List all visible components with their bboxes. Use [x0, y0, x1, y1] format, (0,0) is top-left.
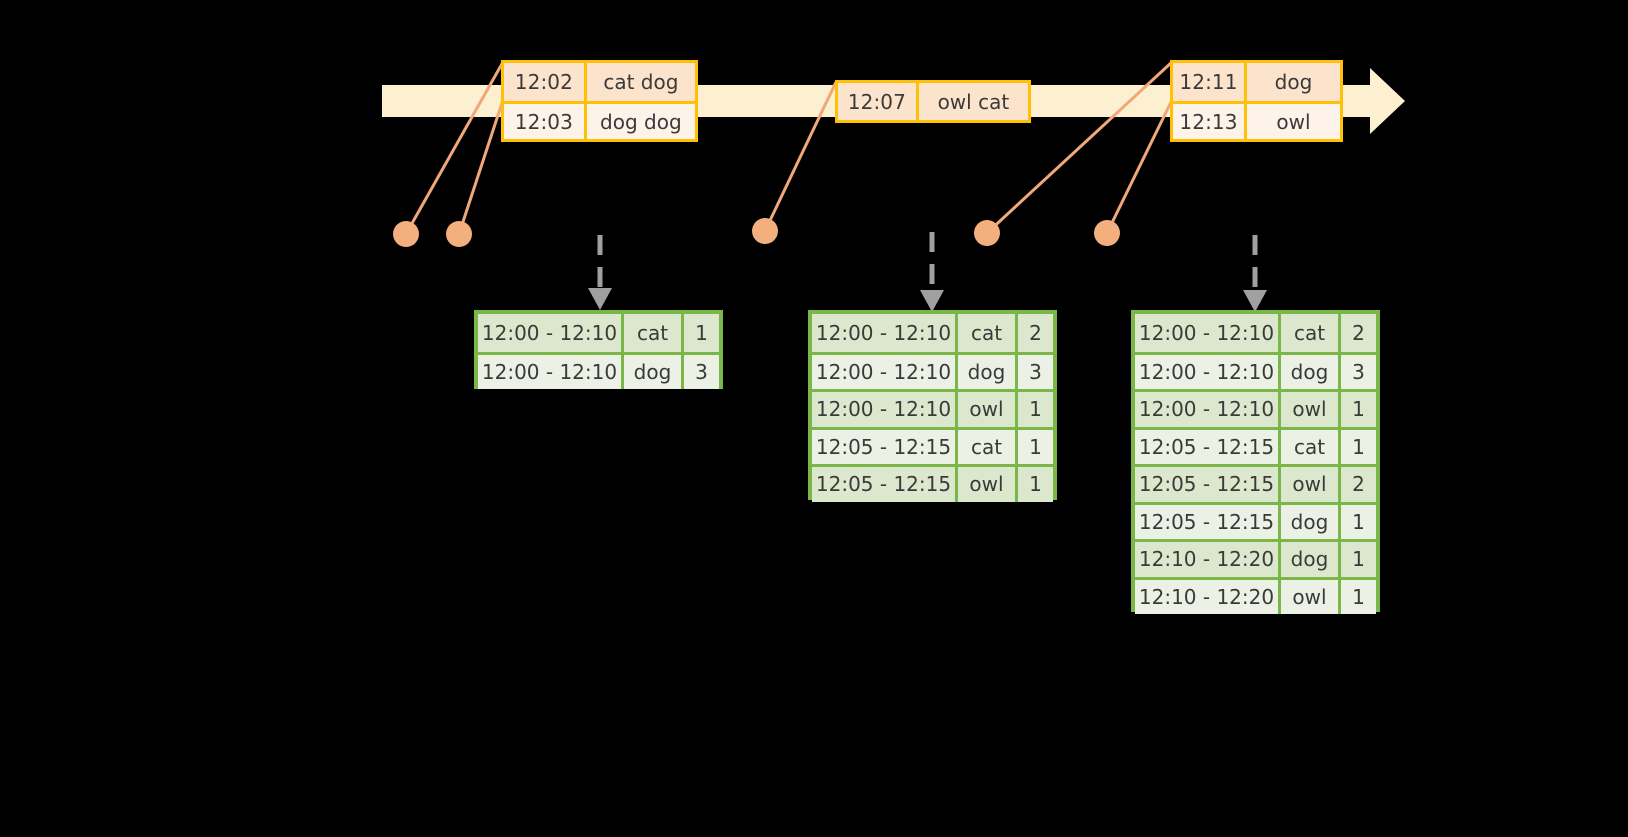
key-cell: cat [1281, 314, 1341, 352]
count-cell: 3 [695, 359, 708, 384]
table-row: 12:00 - 12:10 cat 2 [1135, 314, 1376, 352]
window-cell: 12:00 - 12:10 [1135, 392, 1281, 427]
table-row: 12:05 - 12:15 dog 1 [1135, 501, 1376, 539]
table-row: 12:05 - 12:15 owl 2 [1135, 464, 1376, 502]
count-cell: 1 [1352, 509, 1365, 534]
count-cell: 1 [695, 320, 708, 345]
event-words: dog dog [600, 109, 682, 134]
key-cell: owl [1281, 392, 1341, 427]
count-cell: 1 [1352, 584, 1365, 609]
event-time: 12:11 [1173, 63, 1247, 101]
event-marker-dots [393, 218, 1120, 247]
event-time: 12:02 [504, 63, 587, 101]
result-table-1: 12:00 - 12:10 cat 1 12:00 - 12:10 dog 3 [474, 310, 723, 389]
event-group-3: 12:11 dog 12:13 owl [1170, 60, 1343, 142]
window-cell: 12:05 - 12:15 [1135, 467, 1281, 502]
table-row: 12:10 - 12:20 dog 1 [1135, 539, 1376, 577]
count-cell: 1 [1029, 397, 1042, 422]
dashed-arrow-2 [920, 232, 944, 312]
event-dot [393, 221, 419, 247]
event-row: 12:11 dog [1173, 63, 1340, 101]
event-time: 12:13 [1173, 104, 1247, 139]
key-cell: dog [1281, 542, 1341, 577]
table-row: 12:00 - 12:10 dog 3 [478, 351, 719, 389]
event-dot [752, 218, 778, 244]
table-row: 12:05 - 12:15 owl 1 [812, 464, 1053, 502]
window-cell: 12:00 - 12:10 [812, 314, 958, 352]
window-cell: 12:00 - 12:10 [478, 354, 624, 389]
count-cell: 1 [1352, 397, 1365, 422]
event-row: 12:02 cat dog [504, 63, 695, 101]
table-row: 12:00 - 12:10 cat 1 [478, 314, 719, 352]
dashed-flow-arrows [588, 232, 1267, 312]
table-row: 12:00 - 12:10 dog 3 [812, 351, 1053, 389]
result-table-2: 12:00 - 12:10 cat 2 12:00 - 12:10 dog 3 … [808, 310, 1057, 502]
event-row: 12:07 owl cat [838, 83, 1028, 120]
key-cell: cat [958, 314, 1018, 352]
window-cell: 12:10 - 12:20 [1135, 579, 1281, 614]
key-cell: cat [958, 429, 1018, 464]
key-cell: cat [624, 314, 684, 352]
event-words: dog [1274, 70, 1313, 94]
key-cell: owl [1281, 579, 1341, 614]
count-cell: 1 [1029, 472, 1042, 497]
count-cell: 3 [1029, 359, 1042, 384]
count-cell: 3 [1352, 359, 1365, 384]
event-dot [974, 220, 1000, 246]
key-cell: owl [958, 392, 1018, 427]
table-row: 12:05 - 12:15 cat 1 [1135, 426, 1376, 464]
result-table-3: 12:00 - 12:10 cat 2 12:00 - 12:10 dog 3 … [1131, 310, 1380, 614]
window-cell: 12:00 - 12:10 [812, 392, 958, 427]
window-cell: 12:05 - 12:15 [1135, 429, 1281, 464]
dashed-arrow-3 [1243, 235, 1267, 312]
key-cell: dog [958, 354, 1018, 389]
table-row: 12:10 - 12:20 owl 1 [1135, 576, 1376, 614]
table-row: 12:00 - 12:10 owl 1 [812, 389, 1053, 427]
dashed-arrow-1 [588, 235, 612, 310]
event-dot [446, 221, 472, 247]
event-row: 12:13 owl [1173, 101, 1340, 139]
window-cell: 12:05 - 12:15 [1135, 504, 1281, 539]
event-group-2: 12:07 owl cat [835, 80, 1031, 123]
window-cell: 12:05 - 12:15 [812, 467, 958, 502]
table-row: 12:00 - 12:10 dog 3 [1135, 351, 1376, 389]
count-cell: 2 [1352, 320, 1365, 345]
event-group-1: 12:02 cat dog 12:03 dog dog [501, 60, 698, 142]
event-dot [1094, 220, 1120, 246]
window-cell: 12:00 - 12:10 [1135, 354, 1281, 389]
count-cell: 2 [1352, 472, 1365, 497]
count-cell: 2 [1029, 320, 1042, 345]
window-cell: 12:00 - 12:10 [812, 354, 958, 389]
count-cell: 1 [1029, 434, 1042, 459]
count-cell: 1 [1352, 547, 1365, 572]
key-cell: dog [624, 354, 684, 389]
window-cell: 12:10 - 12:20 [1135, 542, 1281, 577]
count-cell: 1 [1352, 434, 1365, 459]
event-time: 12:03 [504, 104, 587, 139]
event-words: cat dog [603, 70, 679, 94]
window-cell: 12:00 - 12:10 [1135, 314, 1281, 352]
event-time: 12:07 [838, 83, 919, 120]
event-row: 12:03 dog dog [504, 101, 695, 139]
key-cell: owl [958, 467, 1018, 502]
key-cell: dog [1281, 504, 1341, 539]
key-cell: cat [1281, 429, 1341, 464]
event-words: owl [1276, 109, 1311, 134]
event-words: owl cat [937, 89, 1010, 114]
table-row: 12:00 - 12:10 owl 1 [1135, 389, 1376, 427]
window-cell: 12:05 - 12:15 [812, 429, 958, 464]
key-cell: dog [1281, 354, 1341, 389]
table-row: 12:05 - 12:15 cat 1 [812, 426, 1053, 464]
window-cell: 12:00 - 12:10 [478, 314, 624, 352]
table-row: 12:00 - 12:10 cat 2 [812, 314, 1053, 352]
key-cell: owl [1281, 467, 1341, 502]
